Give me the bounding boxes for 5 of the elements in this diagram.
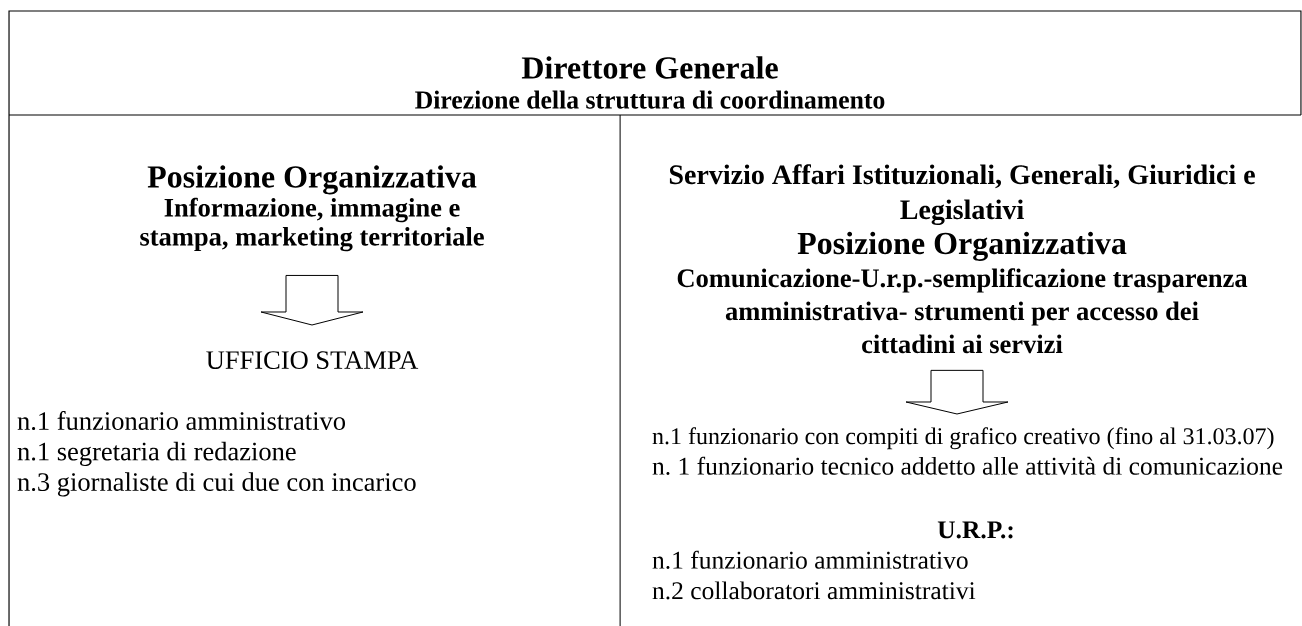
staff-list: UFFICIO STAMPA n.1 funzionario amministrativo n.1 segretaria di redazione n.3 giornaliste di cui due con incarico (17, 351, 419, 497)
heading-text: Posizione Organizzativa Informazione, immagine e stampa, marketing territoriale (140, 165, 484, 252)
heading-text: Servizio Affari Istituzionali, Generali, Giuridici e Legislativi Posizione Organizzativa Comunicazione-U.r.p.-semplificazione trasparenza amministrativa- strumenti per accesso dei cittadini ai servizi (669, 164, 1255, 354)
heading-text: Direttore Generale Direzione della struttura di coordinamento (415, 56, 885, 109)
staff-list: n.1 funzionario con compiti di grafico creativo (fino al 31.03.07) n. 1 funzionario tecnico addetto alle attività di comunicazione U.R.P.: n.1 funzionario amministrativo n.2 collaboratori amministrativi (652, 427, 1283, 600)
